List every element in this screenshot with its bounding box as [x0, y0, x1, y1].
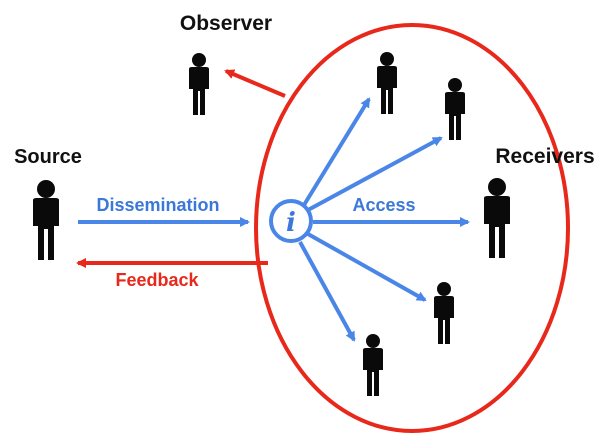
access-arrow-4: [307, 232, 427, 302]
receiver-person-icon: [445, 78, 465, 140]
receivers-label: Receivers: [495, 145, 594, 168]
access-label: Access: [352, 195, 415, 215]
receiver-person-icon: [484, 178, 510, 258]
source-person-icon: [33, 180, 59, 260]
access-arrow-5: [298, 241, 356, 342]
access-arrow-1: [302, 97, 371, 207]
source-label: Source: [14, 146, 82, 168]
observer-label: Observer: [180, 12, 272, 35]
receivers-group-ellipse: [254, 23, 570, 433]
observer-arrow: [224, 69, 286, 98]
receiver-person-icon: [363, 334, 383, 396]
receiver-person-icon: [377, 52, 397, 114]
access-arrows: [298, 97, 470, 342]
svg-text:i: i: [286, 208, 296, 238]
dissemination-label: Dissemination: [96, 195, 219, 215]
info-circle-icon: i: [269, 199, 313, 243]
receiver-person-icon: [434, 282, 454, 344]
access-arrow-2: [307, 136, 443, 212]
observer-person-icon: [189, 53, 209, 115]
feedback-label: Feedback: [115, 270, 199, 290]
